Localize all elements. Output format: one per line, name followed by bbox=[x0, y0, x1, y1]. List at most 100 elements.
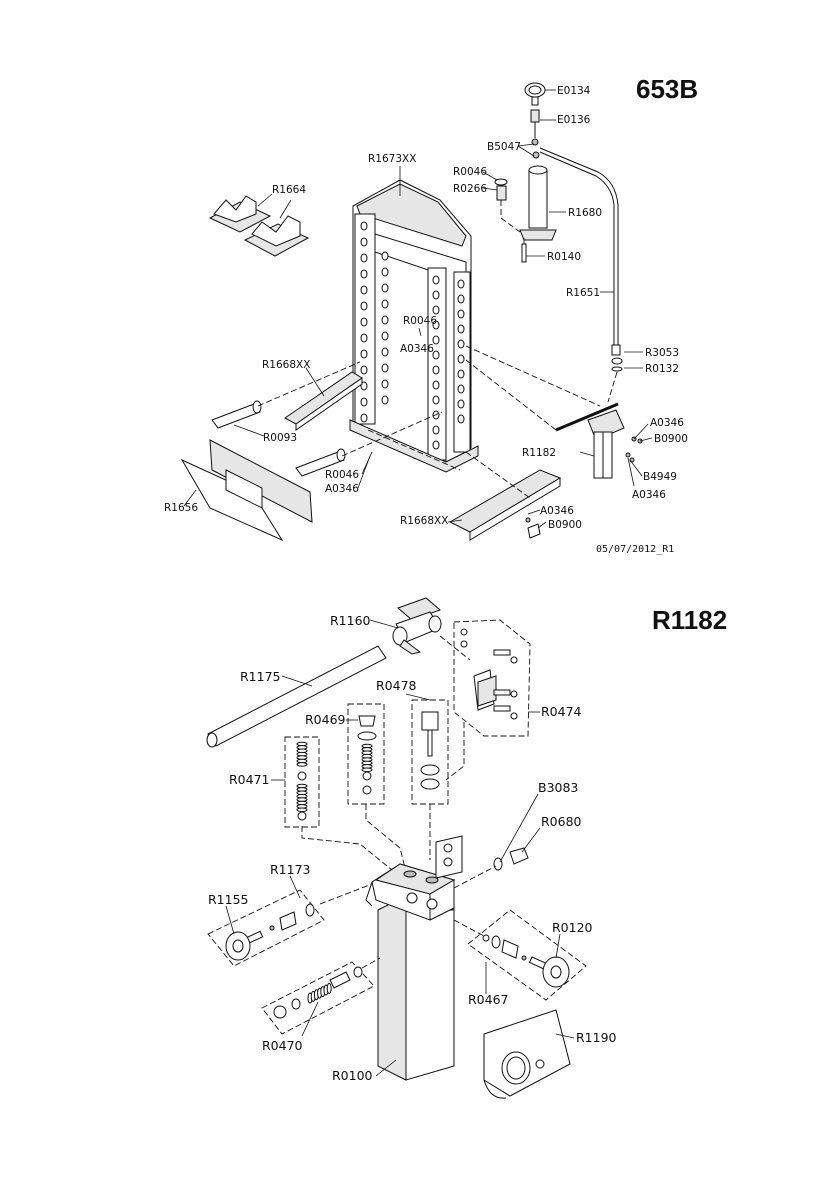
frame-hole bbox=[458, 355, 464, 363]
frame-hole bbox=[433, 366, 439, 374]
frame-hole bbox=[361, 286, 367, 294]
frame-hole bbox=[361, 398, 367, 406]
label-b0900-right: B0900 bbox=[654, 433, 688, 445]
frame-hole bbox=[361, 350, 367, 358]
frame-hole bbox=[382, 316, 388, 324]
frame-hole bbox=[361, 222, 367, 230]
frame-hole bbox=[458, 310, 464, 318]
frame-hole bbox=[382, 300, 388, 308]
bottom-title: R1182 bbox=[652, 605, 727, 635]
label-e0134: E0134 bbox=[557, 85, 591, 97]
label-r1651: R1651 bbox=[566, 287, 600, 299]
label-r0470: R0470 bbox=[262, 1038, 303, 1053]
frame-hole bbox=[382, 332, 388, 340]
label-r0266: R0266 bbox=[453, 183, 487, 195]
label-r0467: R0467 bbox=[468, 992, 509, 1007]
frame-hole bbox=[433, 291, 439, 299]
label-r0478: R0478 bbox=[376, 678, 417, 693]
frame-hole bbox=[361, 238, 367, 246]
revision-date: 05/07/2012_R1 bbox=[596, 544, 674, 555]
plates-part bbox=[182, 440, 312, 540]
label-r0046-low: R0046 bbox=[325, 469, 359, 481]
label-b0900-bottom: B0900 bbox=[548, 519, 582, 531]
spring-r0471-upper bbox=[297, 742, 307, 766]
top-exploded-view: 653B bbox=[164, 74, 698, 555]
label-r0120: R0120 bbox=[552, 920, 593, 935]
cover-part-r1190 bbox=[484, 1010, 570, 1098]
label-a0346-bottom: A0346 bbox=[540, 505, 574, 517]
label-r1668xx-bottom: R1668XX bbox=[400, 515, 448, 527]
label-b3083: B3083 bbox=[538, 780, 578, 795]
label-b5047: B5047 bbox=[487, 141, 521, 153]
frame-hole bbox=[361, 414, 367, 422]
label-r0474: R0474 bbox=[541, 704, 582, 719]
label-r1656: R1656 bbox=[164, 502, 198, 514]
label-r3053: R3053 bbox=[645, 347, 679, 359]
label-r0046-mid: R0046 bbox=[403, 315, 437, 327]
label-r1175: R1175 bbox=[240, 669, 281, 684]
spring-r0470 bbox=[308, 983, 331, 1003]
label-a0346-right2: A0346 bbox=[632, 489, 666, 501]
frame-hole bbox=[433, 381, 439, 389]
frame-hole bbox=[433, 426, 439, 434]
label-r1664: R1664 bbox=[272, 184, 306, 196]
frame-hole bbox=[361, 318, 367, 326]
frame-hole bbox=[458, 370, 464, 378]
frame-hole bbox=[361, 270, 367, 278]
valve-block-part bbox=[366, 836, 462, 920]
label-e0136: E0136 bbox=[557, 114, 591, 126]
label-r0469: R0469 bbox=[305, 712, 346, 727]
label-r1160: R1160 bbox=[330, 613, 371, 628]
label-r0680: R0680 bbox=[541, 814, 582, 829]
label-r1668xx-left: R1668XX bbox=[262, 359, 310, 371]
bottom-exploded-view: R1182 bbox=[207, 598, 727, 1098]
spring-r0471-lower bbox=[297, 784, 307, 811]
frame-hole bbox=[361, 302, 367, 310]
frame-hole bbox=[458, 325, 464, 333]
frame-hole bbox=[433, 396, 439, 404]
frame-hole bbox=[458, 400, 464, 408]
frame-hole bbox=[458, 385, 464, 393]
spring-r0469 bbox=[362, 744, 372, 771]
base-leg-left bbox=[285, 372, 362, 424]
cylinder-part bbox=[495, 166, 556, 262]
label-a0346-mid: A0346 bbox=[400, 343, 434, 355]
handle-bar-part bbox=[207, 646, 386, 747]
label-b4949: B4949 bbox=[643, 471, 677, 483]
gauge-part bbox=[525, 83, 545, 158]
frame-hole bbox=[382, 364, 388, 372]
frame-hole bbox=[382, 252, 388, 260]
frame-hole bbox=[382, 268, 388, 276]
label-a0346-right1: A0346 bbox=[650, 417, 684, 429]
label-r0140: R0140 bbox=[547, 251, 581, 263]
frame-hole bbox=[433, 441, 439, 449]
label-r0046-top: R0046 bbox=[453, 166, 487, 178]
label-r1190: R1190 bbox=[576, 1030, 617, 1045]
frame-hole bbox=[361, 366, 367, 374]
label-a0346-low: A0346 bbox=[325, 483, 359, 495]
frame-hole bbox=[361, 334, 367, 342]
frame-hole bbox=[382, 348, 388, 356]
label-r0093: R0093 bbox=[263, 432, 297, 444]
frame-hole bbox=[458, 295, 464, 303]
pump-body-part bbox=[378, 896, 454, 1080]
frame-hole bbox=[458, 280, 464, 288]
top-title: 653B bbox=[636, 74, 698, 104]
frame-hole bbox=[361, 254, 367, 262]
frame-hole bbox=[458, 340, 464, 348]
fitting-r0680 bbox=[510, 848, 528, 864]
label-r1182: R1182 bbox=[522, 447, 556, 459]
label-r0100: R0100 bbox=[332, 1068, 373, 1083]
hand-pump-small bbox=[556, 404, 642, 478]
label-r1155: R1155 bbox=[208, 892, 249, 907]
frame-hole bbox=[433, 276, 439, 284]
frame-hole bbox=[382, 396, 388, 404]
label-r0471: R0471 bbox=[229, 772, 270, 787]
frame-hole bbox=[433, 306, 439, 314]
handle-socket-part bbox=[393, 598, 441, 654]
label-r1173: R1173 bbox=[270, 862, 311, 877]
base-leg-bottom bbox=[450, 470, 560, 532]
label-r0132: R0132 bbox=[645, 363, 679, 375]
frame-hole bbox=[458, 415, 464, 423]
